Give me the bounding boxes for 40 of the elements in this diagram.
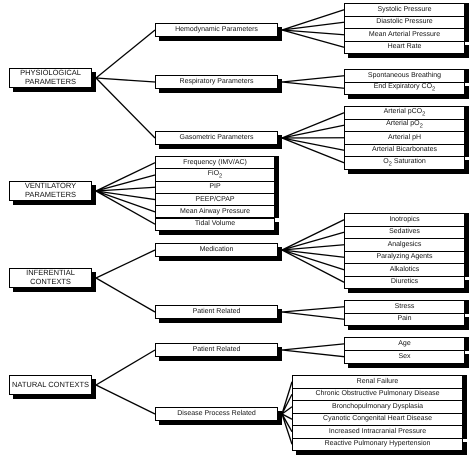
- connector-line: [282, 112, 344, 139]
- connector-line: [282, 137, 344, 164]
- connector-line: [96, 384, 156, 415]
- connector-line: [282, 249, 344, 270]
- connector-line: [281, 382, 293, 414]
- connector-line: [282, 306, 344, 313]
- connector-line: [96, 190, 156, 200]
- connector-line: [282, 232, 344, 251]
- connector-line: [96, 174, 156, 192]
- connector-line: [96, 78, 156, 138]
- connector-line: [282, 311, 344, 320]
- connector-line: [282, 413, 292, 420]
- connector-line: [282, 343, 344, 351]
- connector-line: [282, 9, 344, 31]
- connector-line: [282, 349, 344, 358]
- connector-line: [96, 162, 156, 192]
- connector-line: [282, 249, 344, 258]
- connector-line: [282, 244, 344, 251]
- connector-line: [282, 219, 344, 251]
- connector-line: [282, 22, 344, 31]
- connector-line: [96, 349, 156, 386]
- connector-line: [282, 81, 344, 89]
- connector-line: [96, 190, 156, 212]
- connector-line: [96, 30, 156, 78]
- connector-line: [282, 406, 292, 415]
- connector-line: [282, 124, 344, 139]
- connector-line: [96, 77, 156, 83]
- connector-line: [282, 29, 344, 48]
- connector-line: [282, 75, 344, 83]
- connector-line: [96, 186, 156, 192]
- connector-line: [96, 277, 156, 313]
- connector-line: [282, 249, 344, 283]
- connector-line: [96, 249, 156, 279]
- connector-line: [282, 29, 344, 36]
- connector-line: [281, 394, 293, 414]
- connector-line: [282, 137, 344, 139]
- connector-line: [96, 190, 156, 225]
- connector-line: [281, 414, 293, 444]
- connector-line: [281, 414, 293, 432]
- connector-line: [282, 137, 344, 151]
